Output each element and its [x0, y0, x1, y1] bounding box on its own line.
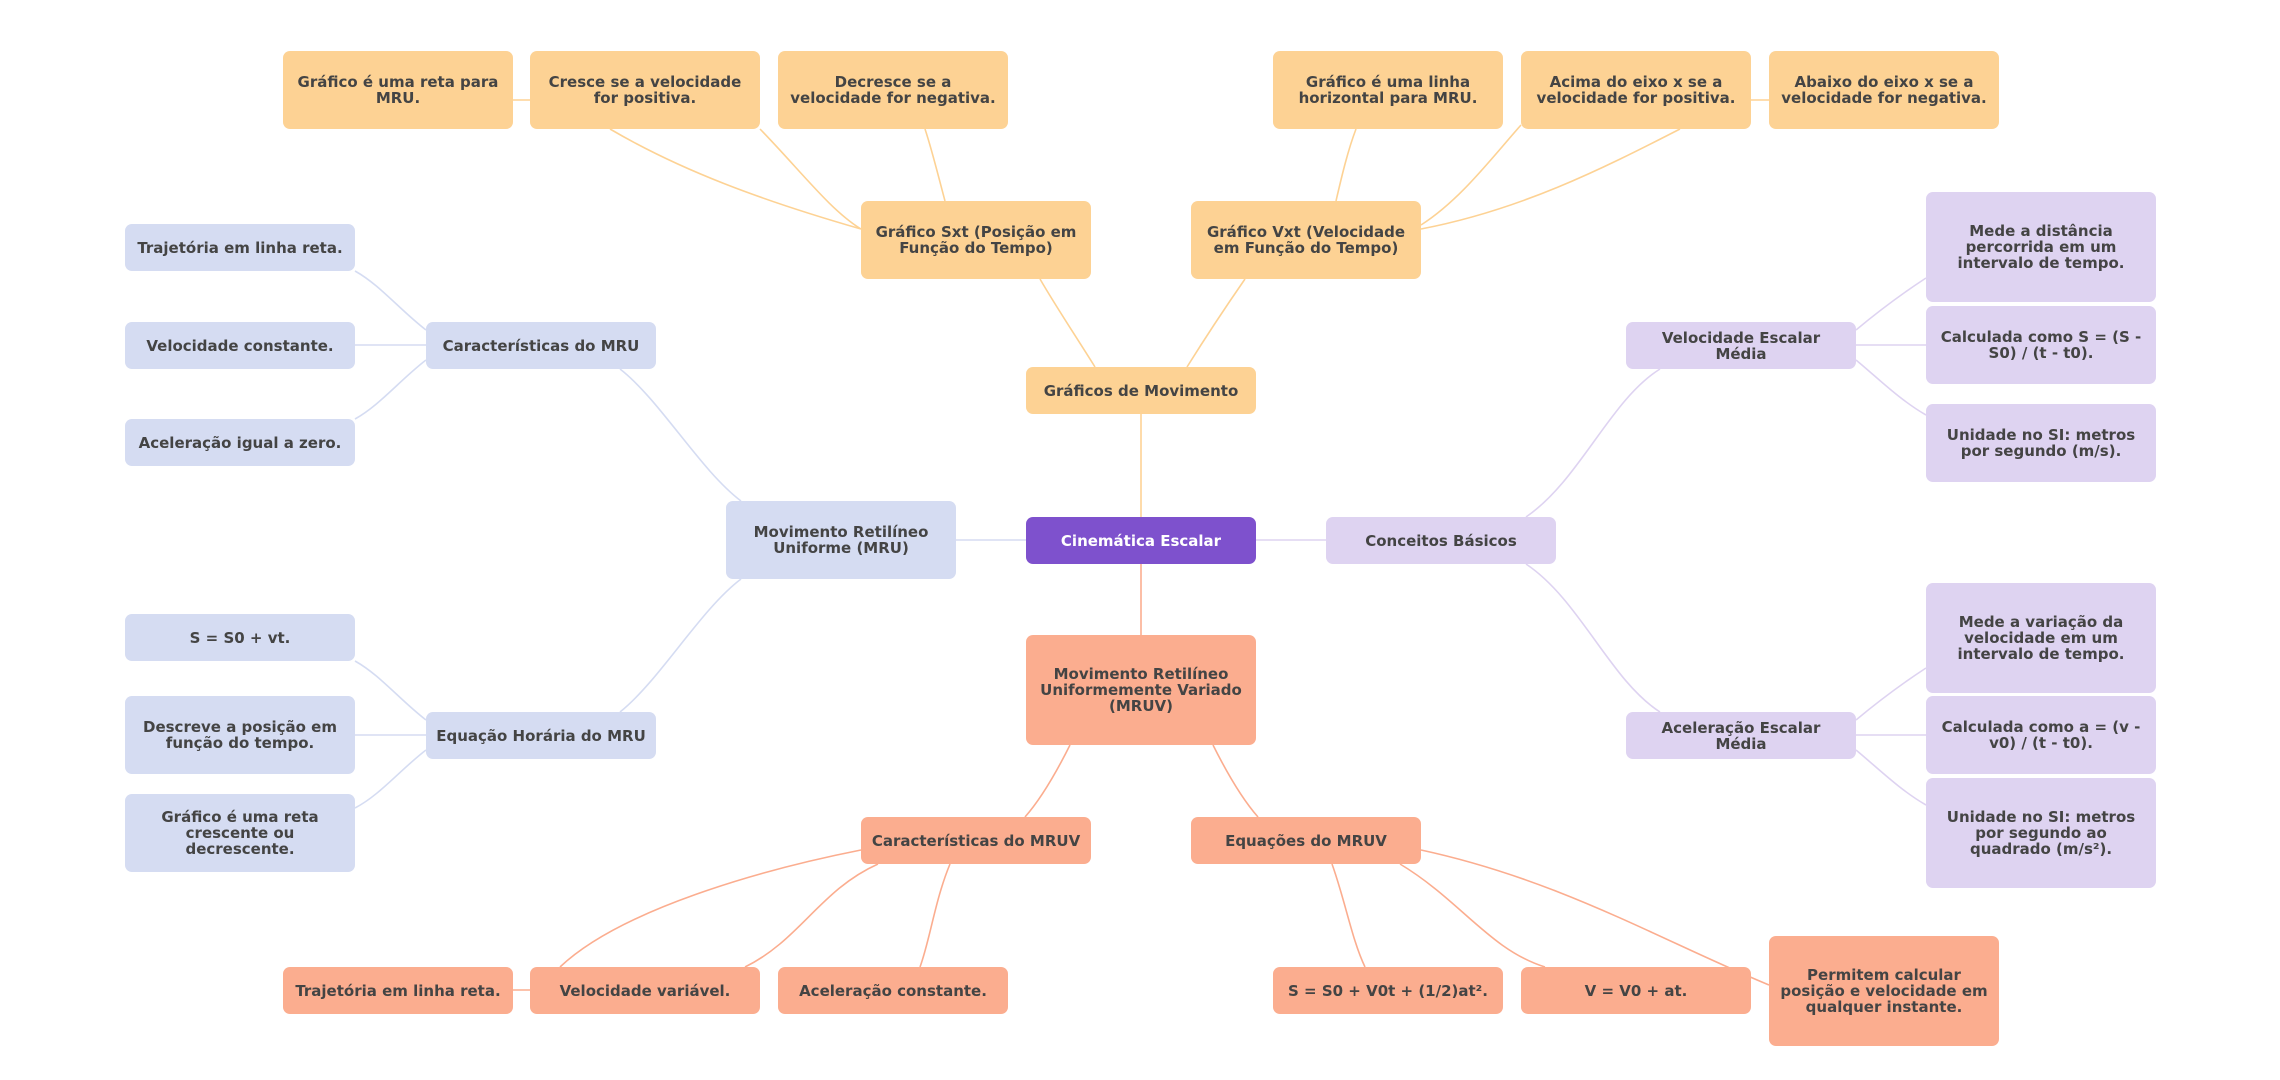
node-sxt-cresce[interactable]: Cresce se a velocidade for positiva. — [530, 51, 760, 129]
node-equacoes-mruv[interactable]: Equações do MRUV — [1191, 817, 1421, 864]
connector-line — [1525, 368, 1661, 518]
connector-line — [1855, 277, 1927, 331]
connector-line — [1212, 744, 1259, 818]
connector-line — [609, 128, 862, 230]
node-mruv-velocidade-variavel[interactable]: Velocidade variável. — [530, 967, 760, 1014]
connector-line — [354, 359, 427, 420]
node-vxt-abaixo-eixo[interactable]: Abaixo do eixo x se a velocidade for neg… — [1769, 51, 1999, 129]
node-conceitos-basicos[interactable]: Conceitos Básicos — [1326, 517, 1556, 564]
connector-line — [354, 660, 427, 721]
node-sxt-decresce[interactable]: Decresce se a velocidade for negativa. — [778, 51, 1008, 129]
node-mruv-trajetoria[interactable]: Trajetória em linha reta. — [283, 967, 513, 1014]
node-mru-equacao[interactable]: S = S0 + vt. — [125, 614, 355, 661]
node-acel-unidade-si[interactable]: Unidade no SI: metros por segundo ao qua… — [1926, 778, 2156, 888]
node-grafico-sxt[interactable]: Gráfico Sxt (Posição em Função do Tempo) — [861, 201, 1091, 279]
node-mruv[interactable]: Movimento Retilíneo Uniformemente Variad… — [1026, 635, 1256, 745]
node-mru-descreve-posicao[interactable]: Descreve a posição em função do tempo. — [125, 696, 355, 774]
node-mru-aceleracao-zero[interactable]: Aceleração igual a zero. — [125, 419, 355, 466]
node-equacao-horaria-mru[interactable]: Equação Horária do MRU — [426, 712, 656, 759]
connector-line — [759, 128, 862, 230]
node-mru-grafico-reta[interactable]: Gráfico é uma reta crescente ou decresce… — [125, 794, 355, 872]
node-velocidade-escalar-media[interactable]: Velocidade Escalar Média — [1626, 322, 1856, 369]
connector-line — [354, 749, 427, 809]
connector-line — [1024, 744, 1071, 818]
connector-line — [1855, 359, 1927, 416]
connector-line — [924, 128, 946, 202]
node-mruv-equacao-posicao[interactable]: S = S0 + V0t + (1/2)at². — [1273, 967, 1503, 1014]
node-vel-calculada[interactable]: Calculada como S = (S - S0) / (t - t0). — [1926, 306, 2156, 384]
node-vel-unidade-si[interactable]: Unidade no SI: metros por segundo (m/s). — [1926, 404, 2156, 482]
node-vel-mede-distancia[interactable]: Mede a distância percorrida em um interv… — [1926, 192, 2156, 302]
node-acel-calculada[interactable]: Calculada como a = (v - v0) / (t - t0). — [1926, 696, 2156, 774]
node-mruv-permitem-calcular[interactable]: Permitem calcular posição e velocidade e… — [1769, 936, 1999, 1046]
connector-line — [744, 863, 879, 968]
node-mru-velocidade-constante[interactable]: Velocidade constante. — [125, 322, 355, 369]
node-mruv-equacao-velocidade[interactable]: V = V0 + at. — [1521, 967, 1751, 1014]
connector-line — [1039, 278, 1096, 368]
node-aceleracao-escalar-media[interactable]: Aceleração Escalar Média — [1626, 712, 1856, 759]
connector-line — [919, 863, 951, 968]
node-grafico-vxt[interactable]: Gráfico Vxt (Velocidade em Função do Tem… — [1191, 201, 1421, 279]
connector-line — [1335, 128, 1357, 202]
node-mruv-aceleracao-constante[interactable]: Aceleração constante. — [778, 967, 1008, 1014]
node-mru-trajetoria[interactable]: Trajetória em linha reta. — [125, 224, 355, 271]
connector-line — [1855, 749, 1927, 806]
node-mru[interactable]: Movimento Retilíneo Uniforme (MRU) — [726, 501, 956, 579]
connector-line — [1420, 124, 1522, 226]
node-graficos-de-movimento[interactable]: Gráficos de Movimento — [1026, 367, 1256, 414]
node-cinematica-escalar[interactable]: Cinemática Escalar — [1026, 517, 1256, 564]
connector-line — [354, 270, 427, 331]
connector-line — [1331, 863, 1366, 968]
node-caracteristicas-mruv[interactable]: Características do MRUV — [861, 817, 1091, 864]
node-sxt-reta-mru[interactable]: Gráfico é uma reta para MRU. — [283, 51, 513, 129]
connector-line — [1525, 563, 1661, 713]
connector-line — [1855, 667, 1927, 721]
connector-line — [559, 849, 862, 968]
connector-line — [619, 578, 742, 713]
node-vxt-acima-eixo[interactable]: Acima do eixo x se a velocidade for posi… — [1521, 51, 1751, 129]
node-vxt-horizontal-mru[interactable]: Gráfico é uma linha horizontal para MRU. — [1273, 51, 1503, 129]
connector-line — [1420, 128, 1681, 230]
connector-line — [1186, 278, 1246, 368]
connector-line — [1399, 863, 1546, 968]
node-caracteristicas-mru[interactable]: Características do MRU — [426, 322, 656, 369]
connector-line — [619, 368, 742, 502]
connector-line — [1420, 849, 1770, 986]
node-acel-mede-variacao[interactable]: Mede a variação da velocidade em um inte… — [1926, 583, 2156, 693]
